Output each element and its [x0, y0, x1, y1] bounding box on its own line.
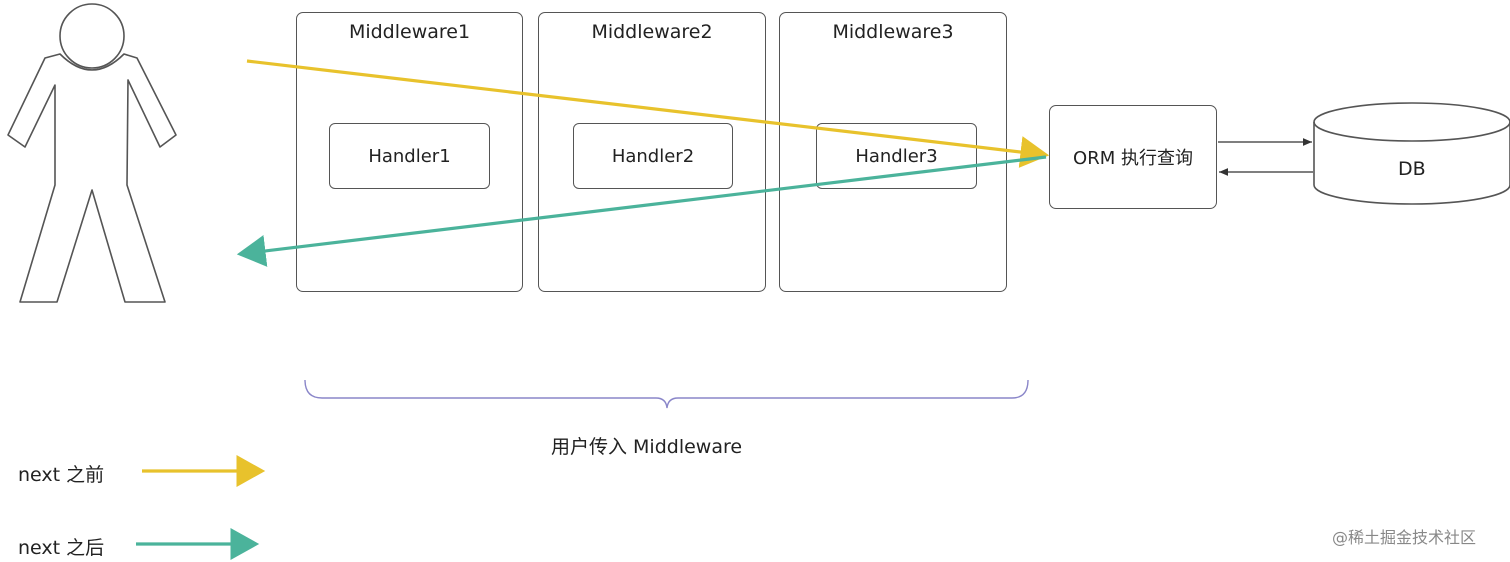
before-next-flow-line: [246, 59, 1050, 168]
orm-label: ORM 执行查询: [1073, 148, 1193, 169]
middleware-2-title: Middleware2: [591, 21, 713, 43]
db-cylinder: [1313, 102, 1510, 205]
watermark: @稀土掘金技术社区: [1332, 528, 1477, 547]
legend-after-label: next 之后: [18, 537, 105, 559]
db-label: DB: [1398, 158, 1426, 180]
brace-label: 用户传入 Middleware: [551, 436, 743, 458]
middleware-brace: [304, 379, 1029, 409]
middleware-1-box: Middleware1 Handler1: [296, 12, 523, 292]
after-next-flow-line: [236, 155, 1047, 267]
handler-1-box: Handler1: [329, 123, 490, 189]
middleware-3-box: Middleware3 Handler3: [779, 12, 1007, 292]
handler-2-box: Handler2: [573, 123, 733, 189]
middleware-3-title: Middleware3: [832, 21, 954, 43]
handler-3-box: Handler3: [816, 123, 977, 189]
middleware-1-title: Middleware1: [348, 21, 471, 43]
orm-box: ORM 执行查询: [1049, 105, 1217, 209]
legend-before-label: next 之前: [18, 464, 105, 486]
middleware-2-box: Middleware2 Handler2: [538, 12, 766, 292]
